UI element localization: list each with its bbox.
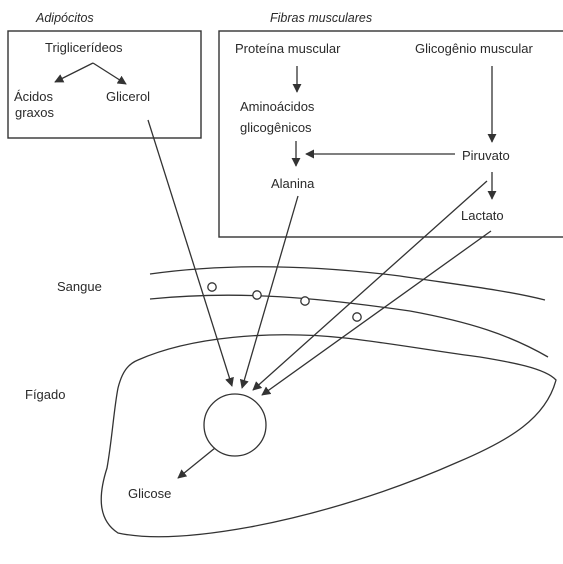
glycerol-vessel-crossing [208, 283, 216, 291]
arrow-pyruvate-to-liver [253, 181, 487, 390]
muscle-glycogen-label: Glicogênio muscular [415, 41, 533, 56]
arrow-alanine-to-liver [242, 196, 298, 388]
arrow-node-to-glucose [178, 448, 215, 478]
alanine-label: Alanina [271, 176, 315, 191]
arrow-triglycerides-to-glycerol [93, 63, 126, 84]
amino-acids-label-line2: glicogênicos [240, 120, 312, 135]
muscle-protein-label: Proteína muscular [235, 41, 341, 56]
alanine-vessel-crossing [253, 291, 261, 299]
arrow-lactate-to-liver [262, 231, 491, 395]
liver-outline [101, 335, 556, 537]
lactate-label: Lactato [461, 208, 504, 223]
pyruvate-label: Piruvato [462, 148, 510, 163]
liver-label: Fígado [25, 387, 65, 402]
glucose-label: Glicose [128, 486, 171, 501]
amino-acids-label-line1: Aminoácidos [240, 99, 315, 114]
lactate-vessel-crossing [353, 313, 361, 321]
liver-gluconeogenesis-node [204, 394, 266, 456]
pyruvate-vessel-crossing [301, 297, 309, 305]
fatty-acids-label-line2: graxos [15, 105, 55, 120]
fatty-acids-label-line1: Ácidos [14, 89, 54, 104]
blood-label: Sangue [57, 279, 102, 294]
muscle-fibers-title: Fibras musculares [270, 11, 372, 25]
triglycerides-label: Triglicerídeos [45, 40, 123, 55]
arrow-triglycerides-to-fatty-acids [55, 63, 93, 82]
adipocytes-title: Adipócitos [35, 11, 94, 25]
glycerol-label: Glicerol [106, 89, 150, 104]
